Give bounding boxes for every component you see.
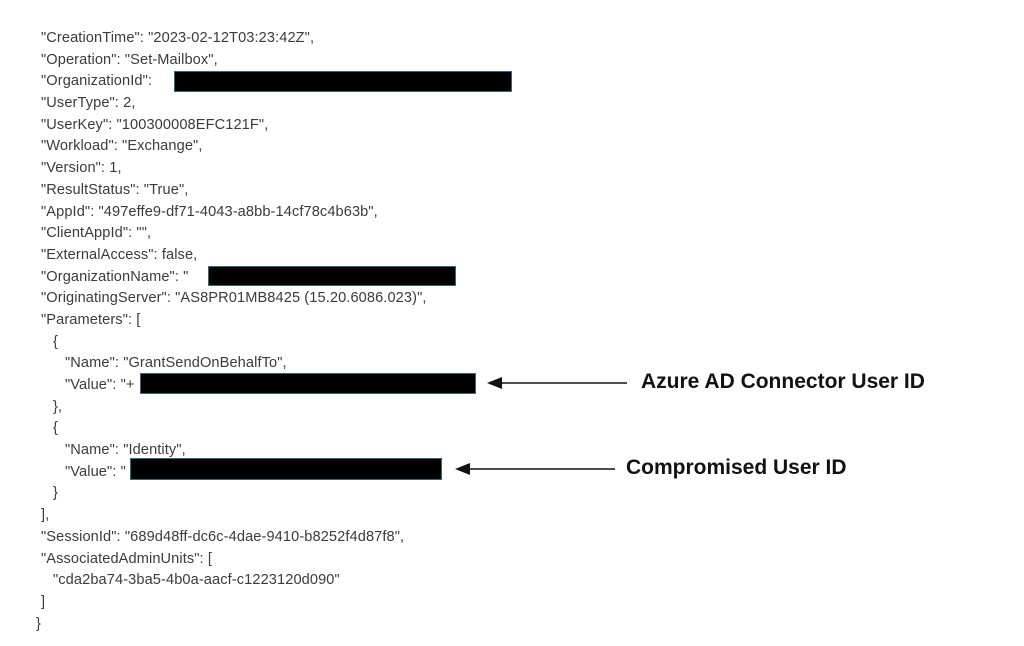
log-line-param1-name: "Name": "GrantSendOnBehalfTo", [65,355,287,372]
log-line-organization-name: "OrganizationName": " [41,268,189,285]
log-line-parameters-close: ], [41,507,50,524]
log-line-param1-brace-open: { [53,333,58,350]
log-line-associated-admin-units-open: "AssociatedAdminUnits": [ [41,550,213,567]
arrow-left-icon [455,463,615,475]
log-line-workload: "Workload": "Exchange", [41,138,203,155]
log-line-version: "Version": 1, [41,160,122,177]
redacted-compromised-user-id [130,458,442,480]
log-line-organization-id: "OrganizationId": [41,73,153,90]
log-line-param2-brace-close: } [53,485,58,502]
log-line-admin-unit-guid: "cda2ba74-3ba5-4b0a-aacf-c1223120d090" [53,572,340,589]
log-line-creation-time: "CreationTime": "2023-02-12T03:23:42Z", [41,30,315,46]
annotation-azure-ad-connector-label: Azure AD Connector User ID [641,370,925,393]
log-line-app-id: "AppId": "497effe9-df71-4043-a8bb-14cf78… [41,203,378,220]
log-line-param2-value: "Value": " [65,463,126,480]
annotation-compromised-user-label: Compromised User ID [626,456,847,479]
log-line-param2-brace-open: { [53,420,58,437]
redacted-organization-name [208,266,456,286]
log-line-root-brace-close: } [36,615,41,632]
log-line-associated-admin-units-close: ] [41,593,46,610]
log-line-session-id: "SessionId": "689d48ff-dc6c-4dae-9410-b8… [41,528,405,545]
log-line-param1-brace-close: }, [53,398,63,415]
log-line-operation: "Operation": "Set-Mailbox", [41,51,218,68]
log-line-external-access: "ExternalAccess": false, [41,246,198,263]
redacted-organization-id [174,71,512,92]
json-audit-log-block: "CreationTime": "2023-02-12T03:23:42Z", "… [36,28,596,635]
log-line-client-app-id: "ClientAppId": "", [41,225,152,242]
log-line-originating-server: "OriginatingServer": "AS8PR01MB8425 (15.… [41,290,427,307]
log-line-result-status: "ResultStatus": "True", [41,181,189,198]
log-line-param2-name: "Name": "Identity", [65,442,186,459]
log-line-user-type: "UserType": 2, [41,95,136,112]
log-line-param1-value: "Value": "+ [65,377,135,393]
log-line-parameters-open: "Parameters": [ [41,311,141,328]
arrow-left-icon [487,377,627,389]
redacted-azure-ad-connector-user-id [140,373,476,394]
log-line-user-key: "UserKey": "100300008EFC121F", [41,116,269,133]
